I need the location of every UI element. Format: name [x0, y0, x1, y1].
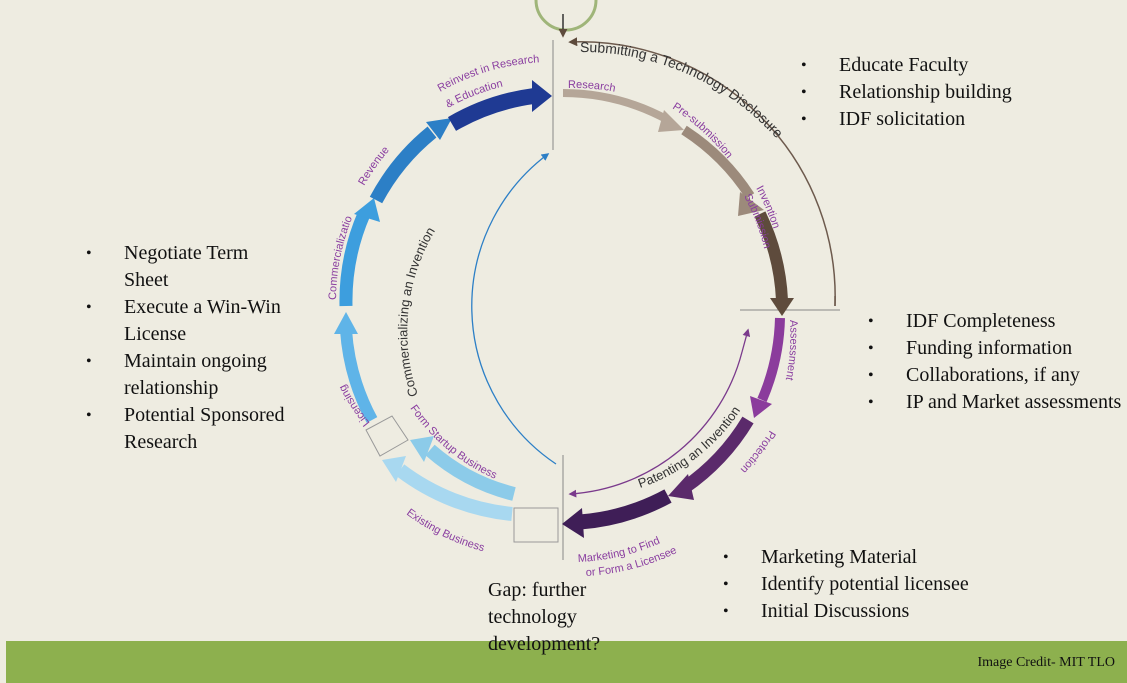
arrowhead-submission — [770, 298, 794, 316]
image-credit: Image Credit- MIT TLO — [977, 655, 1115, 670]
bullet-item: Identify potential licensee — [723, 571, 1053, 598]
bullet-item: IP and Market assessments — [868, 389, 1123, 416]
bullet-item: Negotiate Term Sheet — [86, 240, 286, 294]
arc-form-startup — [425, 444, 516, 501]
bullet-item: Relationship building — [801, 79, 1101, 106]
bullet-item: Maintain ongoing relationship — [86, 348, 286, 402]
step-label-presubmission: Pre-submission — [670, 100, 735, 160]
bullet-item: Potential Sponsored Research — [86, 402, 286, 456]
arc-licensing — [340, 329, 378, 423]
arc-marketing — [579, 489, 672, 530]
phase-label-commercializing: Commercializing an Invention — [395, 224, 438, 398]
bullets-top-right: Educate Faculty Relationship building ID… — [801, 52, 1101, 133]
arrowhead-reinvest — [532, 80, 552, 112]
arc-existing-business — [395, 464, 513, 521]
bullet-item: Educate Faculty — [801, 52, 1101, 79]
connector-box-bottom — [513, 507, 559, 543]
submitting-bracket-arc — [568, 37, 836, 307]
bullet-item: Initial Discussions — [723, 598, 1053, 625]
bullet-item: Funding information — [868, 335, 1123, 362]
arrowhead-assessment — [750, 396, 772, 418]
footer-band — [6, 641, 1127, 683]
arrowhead-existing-business — [382, 456, 406, 482]
arrowhead-research — [658, 110, 684, 132]
arrowhead-form-startup — [410, 436, 434, 462]
bullet-item: Execute a Win-Win License — [86, 294, 286, 348]
arrowhead-licensing — [334, 312, 358, 334]
bullet-item: IDF solicitation — [801, 106, 1101, 133]
arrowhead-revenue — [426, 118, 452, 140]
arrowhead-marketing — [562, 508, 584, 538]
arc-submission — [754, 211, 788, 301]
connector-box-left — [365, 415, 409, 457]
arrowhead-presubmission — [738, 192, 764, 216]
arc-commercialization — [339, 211, 370, 307]
patenting-inner-arc — [568, 351, 743, 498]
arrowhead-commercialization — [354, 198, 380, 222]
bullet-item: Collaborations, if any — [868, 362, 1123, 389]
bullets-left: Negotiate Term Sheet Execute a Win-Win L… — [86, 240, 286, 456]
arc-reinvest — [447, 88, 536, 131]
bullet-item: IDF Completeness — [868, 308, 1123, 335]
arc-revenue — [369, 126, 437, 204]
bullets-bottom-right: Marketing Material Identify potential li… — [723, 544, 1053, 625]
arc-assessment — [757, 317, 785, 402]
commercializing-inner-arc — [471, 153, 557, 465]
top-emblem-arc — [534, 0, 598, 32]
gap-note: Gap: further technology development? — [488, 579, 601, 655]
arc-presubmission — [681, 125, 755, 199]
bullet-item: Marketing Material — [723, 544, 1053, 571]
arc-protection — [680, 416, 754, 494]
bullets-mid-right: IDF Completeness Funding information Col… — [868, 308, 1123, 416]
step-label-assessment: Assessment — [783, 320, 800, 382]
patenting-inner-arc-start — [741, 328, 751, 353]
arrowhead-protection — [668, 474, 694, 500]
arc-research — [562, 89, 670, 124]
